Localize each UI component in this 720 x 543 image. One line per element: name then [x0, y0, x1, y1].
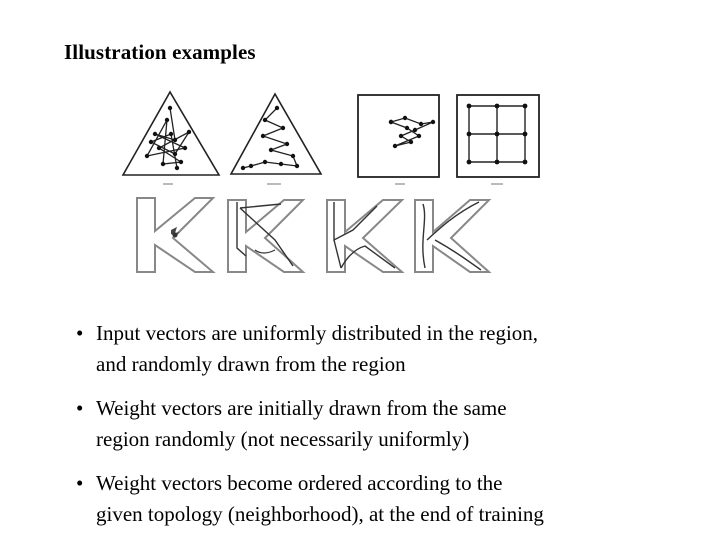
panel-k-shape-initial: [136, 197, 216, 273]
panel-square-ordered-grid: [456, 94, 540, 178]
weight-node: [398, 133, 404, 139]
panel-square-early-weights: [357, 94, 440, 178]
bullet-text-line: and randomly drawn from the region: [96, 352, 406, 376]
weight-node: [274, 105, 280, 111]
weight-node: [408, 139, 414, 145]
weight-node: [404, 125, 410, 131]
weight-node: [172, 137, 178, 143]
weight-node: [278, 161, 284, 167]
weight-node: [167, 105, 173, 111]
sub-captions-faint: [163, 183, 503, 185]
som-illustration-figure: [121, 90, 540, 273]
weight-node: [168, 131, 174, 137]
weight-node: [418, 121, 424, 127]
weight-node: [280, 125, 286, 131]
weight-node: [466, 103, 472, 109]
weight-node: [522, 103, 528, 109]
weight-node: [174, 165, 180, 171]
weight-node: [260, 133, 266, 139]
panel-k-shape-final: [414, 199, 492, 273]
weight-nodes: [240, 105, 300, 171]
weight-node: [240, 165, 246, 171]
weight-chain-tangled: [145, 107, 191, 169]
weight-node: [156, 145, 162, 151]
weight-chain-ordered: [242, 107, 299, 169]
bullet-item: • Input vectors are uniformly distribute…: [76, 318, 696, 380]
weight-node: [262, 159, 268, 165]
weight-node: [160, 161, 166, 167]
weight-node: [494, 103, 500, 109]
bullet-marker: •: [76, 396, 84, 420]
bullet-text-line: Weight vectors become ordered according …: [96, 471, 503, 495]
weight-node: [522, 159, 528, 165]
weight-nodes: [144, 105, 192, 171]
weight-node: [430, 119, 436, 125]
weight-node: [466, 131, 472, 137]
bullet-marker: •: [76, 471, 84, 495]
weight-node: [294, 163, 300, 169]
weight-node: [152, 131, 158, 137]
bullet-text-line: region randomly (not necessarily uniform…: [96, 427, 470, 451]
weight-node: [178, 159, 184, 165]
weight-node: [144, 153, 150, 159]
weight-node: [522, 131, 528, 137]
weight-node: [182, 145, 188, 151]
bullet-text-line: given topology (neighborhood), at the en…: [96, 502, 544, 526]
weight-node: [248, 163, 254, 169]
weight-node: [392, 143, 398, 149]
weight-node: [388, 119, 394, 125]
weight-node: [148, 139, 154, 145]
weight-nodes: [466, 103, 528, 165]
weight-node: [164, 117, 170, 123]
bullet-list: • Input vectors are uniformly distribute…: [76, 318, 696, 543]
slide-title: Illustration examples: [64, 40, 256, 64]
weight-node: [186, 129, 192, 135]
weight-node: [172, 151, 178, 157]
bullet-item: • Weight vectors become ordered accordin…: [76, 468, 696, 530]
weight-node: [268, 147, 274, 153]
weight-node: [416, 133, 422, 139]
bullet-marker: •: [76, 321, 84, 345]
panel-triangle-random-weights: [121, 90, 221, 176]
weight-nodes: [388, 115, 436, 149]
panel-k-shape-mid: [326, 199, 405, 273]
weight-node: [284, 141, 290, 147]
bullet-text-line: Input vectors are uniformly distributed …: [96, 321, 539, 345]
bullet-item: • Weight vectors are initially drawn fro…: [76, 393, 696, 455]
panel-k-shape-early: [227, 199, 306, 273]
weight-node: [402, 115, 408, 121]
weight-node: [494, 131, 500, 137]
weight-node: [494, 159, 500, 165]
bullet-text-line: Weight vectors are initially drawn from …: [96, 396, 507, 420]
weight-node: [290, 153, 296, 159]
weight-node: [412, 127, 418, 133]
weight-node: [466, 159, 472, 165]
weight-node: [262, 117, 268, 123]
panel-triangle-ordered-chain: [229, 92, 323, 175]
